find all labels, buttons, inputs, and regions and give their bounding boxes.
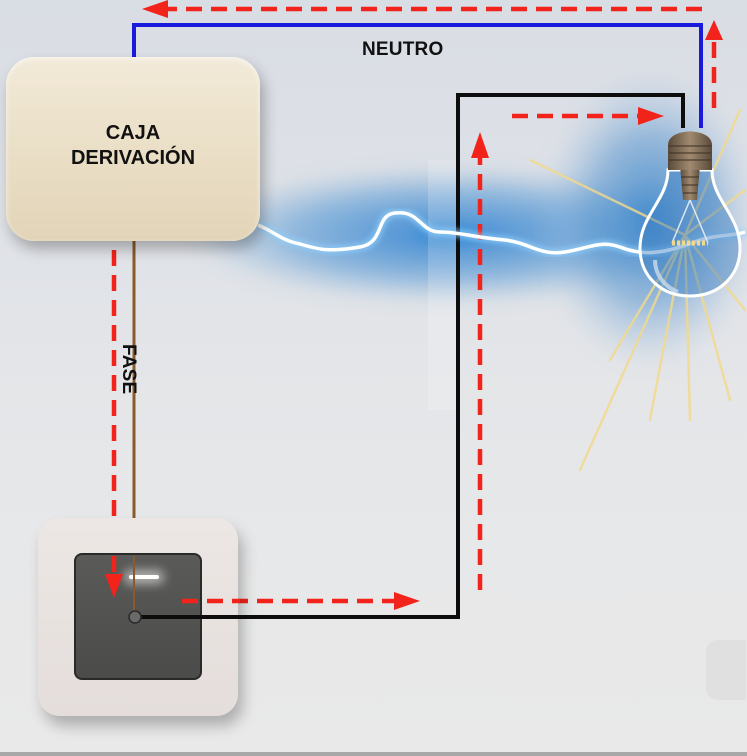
arrowhead-up-icon xyxy=(471,132,489,158)
arrowhead-up-icon xyxy=(705,20,723,40)
junction-box: CAJA DERIVACIÓN xyxy=(6,57,260,241)
arrowhead-left-icon xyxy=(142,0,168,18)
neutral-wire xyxy=(132,23,703,128)
light-rays xyxy=(528,108,747,472)
junction-box-label-line1: CAJA xyxy=(105,122,161,144)
phase-label: FASE xyxy=(118,344,139,395)
return-wire xyxy=(140,93,685,619)
light-switch xyxy=(38,518,238,716)
neutral-label: NEUTRO xyxy=(362,39,444,60)
arrowhead-right-icon xyxy=(638,107,664,125)
bottom-bar xyxy=(0,752,747,756)
arrowhead-right-icon xyxy=(394,592,420,610)
electric-arc xyxy=(256,208,747,258)
watermark xyxy=(706,640,746,700)
junction-box-label: CAJA DERIVACIÓN xyxy=(6,121,260,171)
switch-rocker xyxy=(74,553,202,680)
light-bulb-icon xyxy=(638,131,742,298)
junction-box-label-line2: DERIVACIÓN xyxy=(70,147,196,169)
switch-glare xyxy=(129,575,159,579)
